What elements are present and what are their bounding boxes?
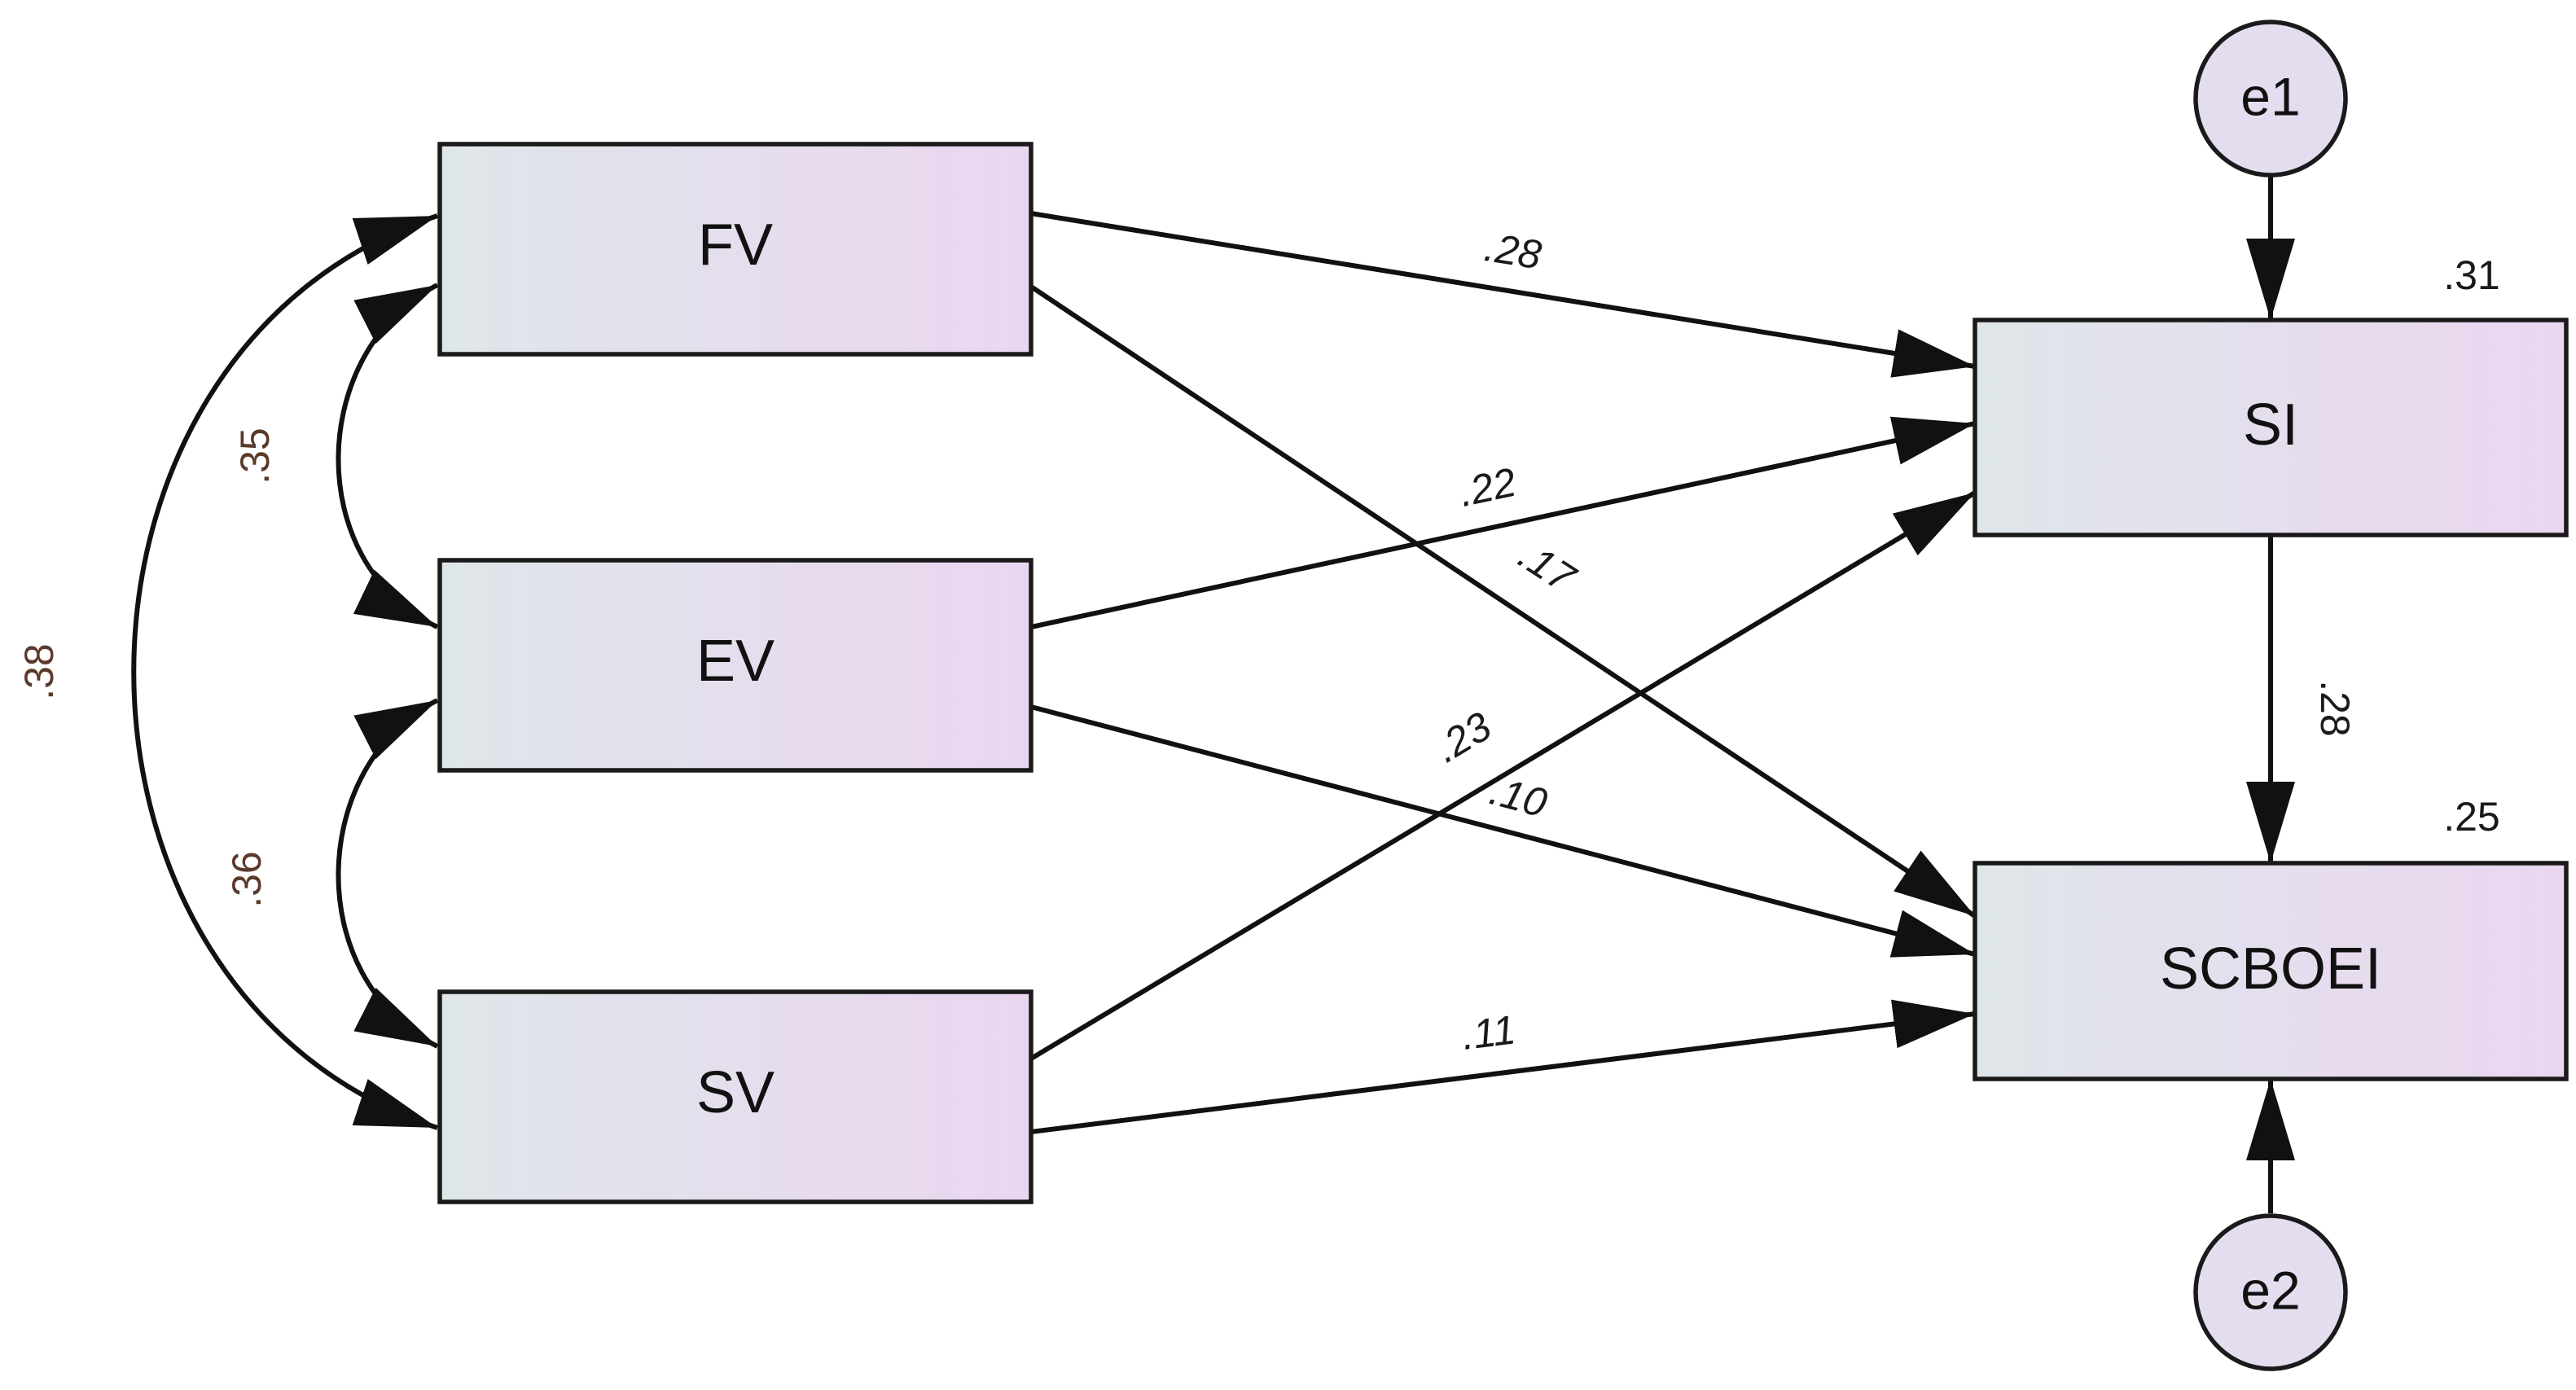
node-si: SI (1973, 318, 2569, 537)
r-squared-scboei: .25 (2443, 794, 2500, 840)
correlation-fv-ev (336, 283, 439, 629)
path-fv-scboei (1029, 284, 1977, 919)
corr-ev-sv: .36 (224, 851, 270, 908)
coef-fv-scboei: .17 (1511, 532, 1585, 602)
path-sv-scboei (1030, 999, 1976, 1134)
path-sv-si (1029, 490, 1977, 1061)
node-si-label: SI (2243, 392, 2298, 458)
node-e2: e2 (2193, 1213, 2348, 1371)
correlation-ev-sv (336, 698, 439, 1049)
node-scboei-label: SCBOEI (2160, 936, 2381, 1002)
coef-fv-si: .28 (1481, 224, 1545, 278)
node-sv: SV (437, 989, 1033, 1204)
node-e1: e1 (2193, 20, 2348, 178)
coef-si-scboei: .28 (2312, 680, 2358, 737)
correlation-fv-sv (131, 213, 438, 1130)
node-scboei: SCBOEI (1973, 861, 2569, 1081)
coef-sv-si: .23 (1427, 703, 1499, 771)
path-fv-si (1030, 211, 1976, 378)
node-e1-label: e1 (2240, 66, 2300, 126)
node-fv-label: FV (698, 213, 773, 278)
coef-sv-scboei: .11 (1459, 1006, 1518, 1059)
path-ev-scboei (1030, 704, 1976, 958)
node-ev: EV (437, 558, 1033, 773)
node-fv: FV (437, 142, 1033, 357)
node-ev-label: EV (696, 629, 775, 694)
corr-fv-ev: .35 (232, 428, 278, 485)
path-ev-si (1030, 416, 1976, 629)
r-squared-si: .31 (2443, 252, 2500, 298)
corr-fv-sv: .38 (16, 643, 62, 700)
node-e2-label: e2 (2240, 1260, 2300, 1320)
coef-ev-scboei: .10 (1485, 768, 1552, 827)
coef-ev-si: .22 (1455, 459, 1521, 515)
node-sv-label: SV (696, 1060, 775, 1125)
